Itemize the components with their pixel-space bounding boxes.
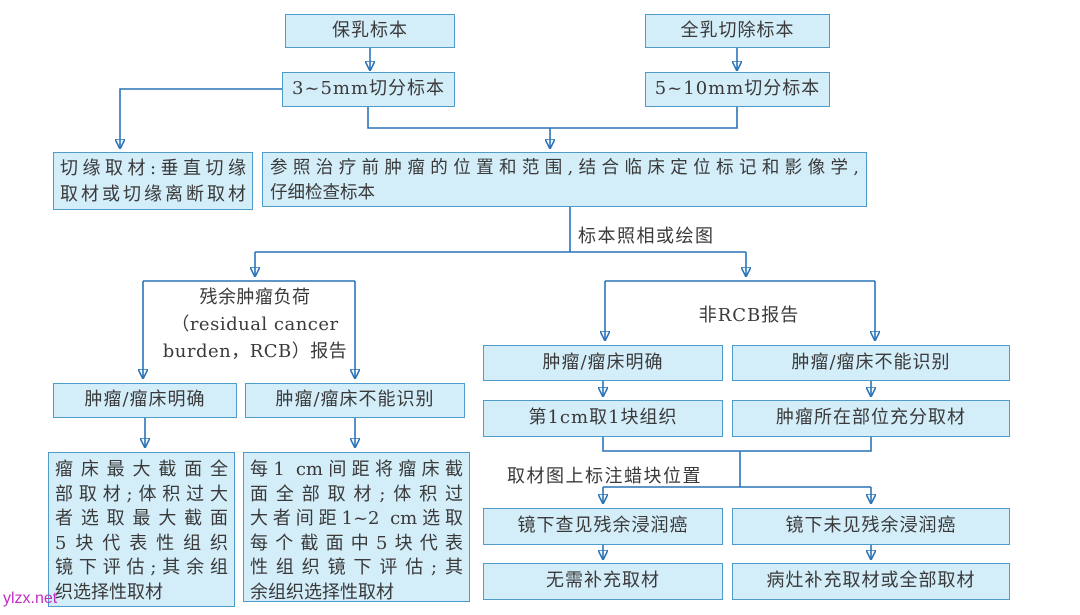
node-rcb-tumor-bed-not-identified: 肿瘤/瘤床不能识别	[245, 383, 465, 418]
node-one-block-per-cm: 第1cm取1块组织	[483, 400, 723, 437]
detail-line: 面全部取材;体积过	[250, 483, 463, 505]
node-residual-carcinoma-not-found: 镜下未见残余浸润癌	[732, 508, 1010, 545]
node-rcb-not-identified-detail: 每1 cm间距将瘤床截 面全部取材;体积过 大者间距1~2 cm选取 每个截面中…	[243, 452, 470, 603]
plain-connectors	[143, 107, 875, 488]
label-rcb-report: 残余肿瘤负荷 （residual cancer burden，RCB）报告	[140, 284, 370, 365]
node-breast-conserving-specimen: 保乳标本	[285, 14, 455, 48]
detail-line: 瘤床最大截面全	[55, 459, 228, 480]
detail-line: 性组织镜下评估;其	[250, 557, 463, 578]
node-nonrcb-tumor-bed-not-identified: 肿瘤/瘤床不能识别	[732, 345, 1010, 381]
rcb-label-line-1: 残余肿瘤负荷	[199, 287, 311, 308]
detail-line: 大者间距1~2 cm选取	[250, 508, 463, 529]
detail-line: 者选取最大截面	[55, 508, 228, 529]
label-photo-or-drawing: 标本照相或绘图	[578, 226, 715, 247]
detail-line: 每1 cm间距将瘤床截	[250, 459, 463, 480]
rcb-label-line-2: （residual cancer	[171, 314, 339, 335]
node-margin-sampling: 切缘取材:垂直切缘 取材或切缘离断取材	[53, 152, 253, 210]
rcb-label-line-3: burden，RCB）报告	[162, 341, 348, 362]
detail-line: 余组织选择性取材	[250, 581, 394, 603]
detail-line: 每个截面中5块代表	[250, 532, 463, 554]
node-slice-5-10mm: 5~10mm切分标本	[645, 72, 830, 107]
node-no-additional-sampling: 无需补充取材	[483, 563, 723, 600]
inspect-line-1: 参照治疗前肿瘤的位置和范围,结合临床定位标记和影像学,	[270, 158, 859, 178]
node-additional-or-complete-sampling: 病灶补充取材或全部取材	[732, 563, 1010, 600]
node-inspect-specimen: 参照治疗前肿瘤的位置和范围,结合临床定位标记和影像学, 仔细检查标本	[262, 152, 867, 207]
arrow-connectors	[120, 48, 875, 559]
margin-line-2: 取材或切缘离断取材	[60, 184, 246, 205]
node-rcb-identified-detail: 瘤床最大截面全 部取材;体积过大 者选取最大截面 5块代表性组织 镜下评估;其余…	[48, 452, 235, 607]
margin-line-1: 切缘取材:垂直切缘	[60, 158, 246, 179]
label-non-rcb-report: 非RCB报告	[698, 305, 800, 326]
node-nonrcb-tumor-bed-identified: 肿瘤/瘤床明确	[483, 345, 723, 381]
detail-line: 5块代表性组织	[55, 532, 228, 554]
detail-line: 部取材;体积过大	[55, 483, 228, 505]
node-rcb-tumor-bed-identified: 肿瘤/瘤床明确	[53, 383, 237, 418]
watermark-text: ylzx.net	[3, 590, 58, 607]
label-mark-wax-block-positions: 取材图上标注蜡块位置	[507, 466, 702, 487]
node-sample-tumor-site-adequately: 肿瘤所在部位充分取材	[732, 400, 1010, 437]
detail-line: 织选择性取材	[55, 581, 163, 603]
node-total-mastectomy-specimen: 全乳切除标本	[645, 14, 830, 48]
node-residual-carcinoma-found: 镜下查见残余浸润癌	[483, 508, 723, 545]
inspect-line-2: 仔细检查标本	[270, 183, 375, 203]
node-slice-3-5mm: 3~5mm切分标本	[282, 72, 455, 107]
detail-line: 镜下评估;其余组	[55, 557, 228, 578]
